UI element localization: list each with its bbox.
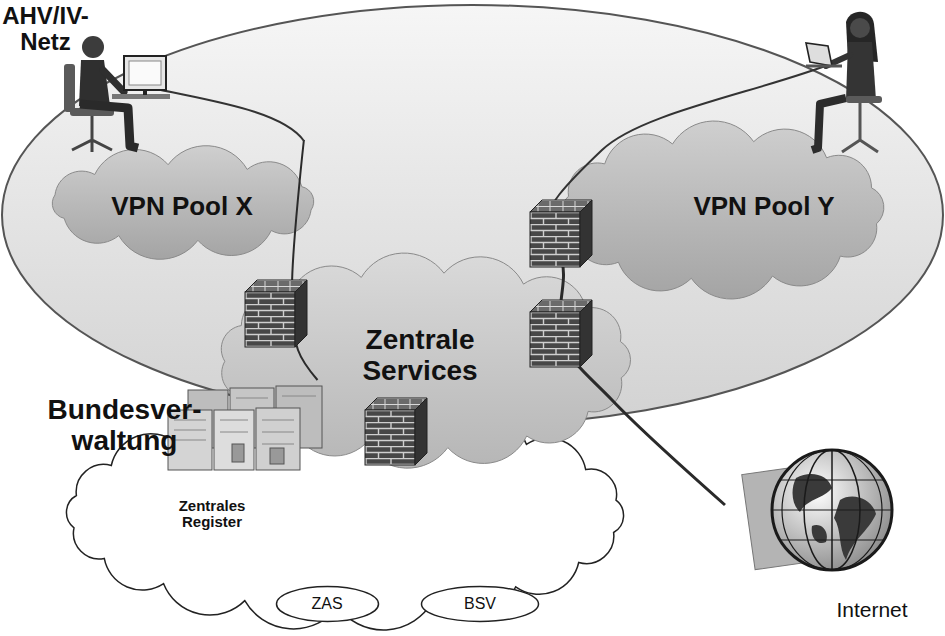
cloud-shape [52,146,313,260]
cloud-shape [561,121,884,299]
text-block: Bundesver- waltung [45,395,204,457]
services-cloud: Zentrale Services [200,248,650,473]
text-block: AHV/IV- Netz [0,3,91,56]
globe-icon [742,450,892,570]
ellipse-shape [2,5,943,425]
network-connection [540,229,725,505]
text-block: Zentrales Register [177,498,248,531]
user-wire [541,62,836,229]
administration-cloud: Zentrales RegisterZAS BSV Bundesver- waltu… [45,395,645,633]
office-ellipse: BSV [420,585,540,623]
user-wire [152,88,304,141]
text-block: VPN Pool Y [693,192,834,221]
vpn-cloud: VPN Pool X [28,140,338,265]
node-label: ZAS [311,595,342,613]
node-label: VPN Pool X [111,192,253,221]
network-connection [292,140,318,380]
node-label: BSV [464,595,496,613]
ellipse-shape [422,587,539,622]
node-label: Zentrale Services [360,325,480,387]
office-ellipse: ZAS [275,585,380,623]
text-block: VPN Pool X [111,192,253,221]
text-block: Zentrale Services [360,325,480,387]
firewall-icon [530,200,592,267]
node-label: Zentrales Register [177,498,248,531]
firewall-icon [365,398,427,465]
text-block: Internet [836,598,907,621]
cloud-shape [221,253,630,468]
network-ellipse: VPN Pool X VPN Pool Y Zentrale Services AHV… [0,3,945,427]
user-figure [64,36,170,152]
text-block: ZAS [311,595,342,613]
node-label: AHV/IV- Netz [0,3,91,56]
firewall-icon [245,280,307,347]
ellipse-shape [277,587,379,622]
vpn-cloud: VPN Pool Y [540,115,905,305]
node-label: Bundesver- waltung [45,395,204,457]
firewall-icon [530,300,592,367]
user-figure [806,12,882,152]
text-block: BSV [464,595,496,613]
internet-box: Internet [725,430,937,630]
node-label: Internet [836,598,907,621]
node-label: VPN Pool Y [693,192,834,221]
